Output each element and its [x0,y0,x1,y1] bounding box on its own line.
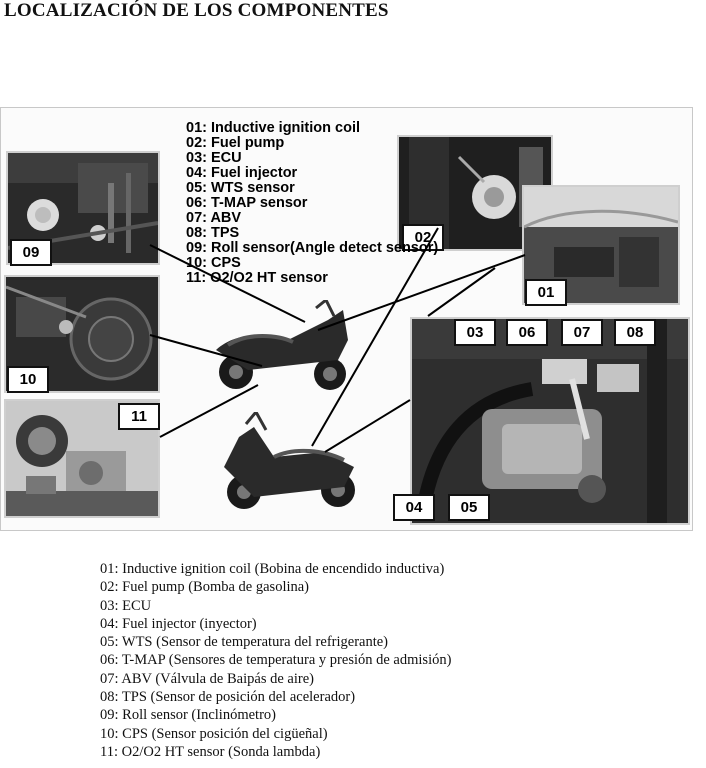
scooter-illustration-top [216,300,348,390]
badge-05: 05 [448,494,490,521]
legend-item: 09: Roll sensor(Angle detect sensor) [186,240,439,256]
legend-item: 04: Fuel injector [186,165,298,181]
legend-item: 10: CPS [186,255,241,271]
description-item: 11: O2/O2 HT sensor (Sonda lambda) [100,743,321,760]
legend-item: 07: ABV [186,210,242,226]
component-legend: 01: Inductive ignition coil 02: Fuel pum… [186,121,438,286]
photo-cps-image [6,277,158,391]
description-item: 02: Fuel pump (Bomba de gasolina) [100,579,310,596]
badge-04: 04 [393,494,435,521]
component-descriptions: 01: Inductive ignition coil (Bobina de e… [100,560,451,761]
description-item: 09: Roll sensor (Inclinómetro) [100,707,276,724]
description-item: 10: CPS (Sensor posición del cigüeñal) [100,725,328,742]
description-item: 05: WTS (Sensor de temperatura del refri… [100,634,389,651]
badge-03: 03 [454,319,496,346]
legend-item: 08: TPS [186,225,240,241]
page-title: LOCALIZACIÓN DE LOS COMPONENTES [4,0,389,21]
legend-item: 06: T-MAP sensor [186,195,308,211]
photo-roll-sensor [6,151,160,265]
scooter-illustration-bottom [224,412,355,509]
photo-throttle-body-image [412,319,688,523]
badge-08: 08 [614,319,656,346]
description-item: 08: TPS (Sensor de posición del acelerad… [100,689,356,706]
legend-item: 01: Inductive ignition coil [186,120,361,136]
legend-item: 02: Fuel pump [186,135,285,151]
photo-throttle-body [410,317,690,525]
legend-item: 03: ECU [186,150,242,166]
badge-09: 09 [10,239,52,266]
badge-06: 06 [506,319,548,346]
legend-item: 11: O2/O2 HT sensor [186,270,328,286]
badge-11: 11 [118,403,160,430]
legend-item: 05: WTS sensor [186,180,295,196]
description-item: 03: ECU [100,597,152,614]
badge-01: 01 [525,279,567,306]
description-item: 06: T-MAP (Sensores de temperatura y pre… [100,652,452,669]
badge-07: 07 [561,319,603,346]
description-item: 04: Fuel injector (inyector) [100,615,257,632]
description-item: 07: ABV (Válvula de Baipás de aire) [100,670,314,687]
badge-10: 10 [7,366,49,393]
description-item: 01: Inductive ignition coil (Bobina de e… [100,561,445,577]
photo-cps [4,275,160,393]
